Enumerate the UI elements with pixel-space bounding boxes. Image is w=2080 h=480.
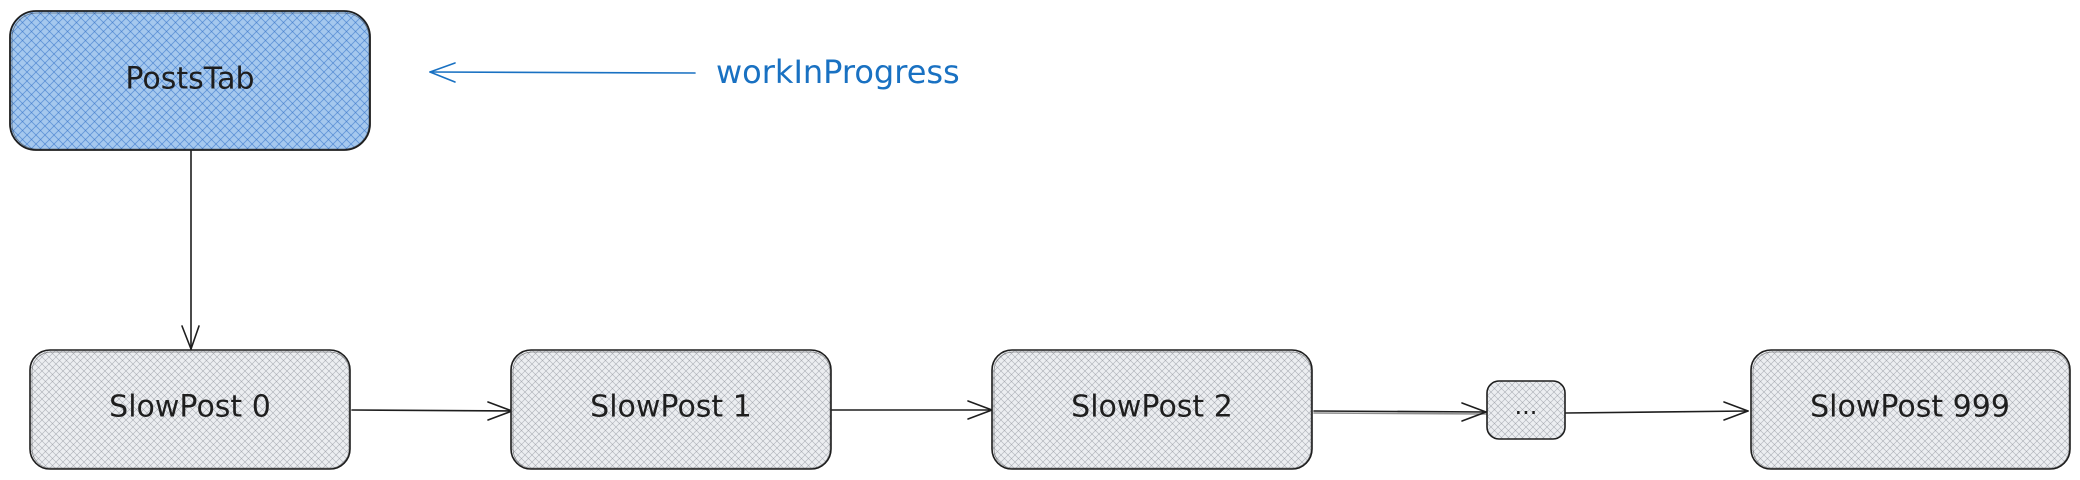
edge-post1-to-post2 [831,400,993,420]
edges [181,150,1749,422]
node-posts-tab: PostsTab [9,10,371,151]
node-label-ellipsis: ... [1515,392,1538,420]
node-slow-post-999: SlowPost 999 [1750,349,2071,470]
node-slow-post-2: SlowPost 2 [991,349,1313,470]
node-slow-post-0: SlowPost 0 [29,349,351,470]
node-label-slow-post-2: SlowPost 2 [1071,390,1233,425]
node-label-slow-post-999: SlowPost 999 [1810,390,2010,425]
node-label-slow-post-1: SlowPost 1 [590,390,752,425]
node-label-slow-post-0: SlowPost 0 [109,390,271,425]
annotation-label: workInProgress [716,53,960,91]
edge-root-to-post0 [181,150,200,350]
annotation-arrow [429,62,696,83]
node-label-posts-tab: PostsTab [125,62,254,97]
edge-post2-to-ellipsis [1313,402,1487,422]
edge-post0-to-post1 [351,401,513,421]
edge-ellipsis-to-post999 [1565,401,1749,421]
node-ellipsis: ... [1486,380,1566,440]
node-slow-post-1: SlowPost 1 [510,349,832,470]
